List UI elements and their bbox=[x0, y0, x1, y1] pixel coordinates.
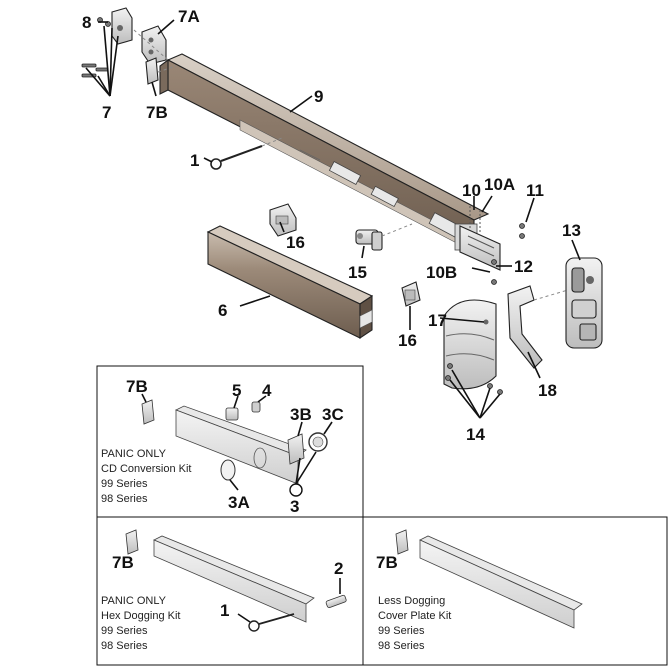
kit-cover-line-3: 99 Series bbox=[378, 625, 425, 637]
push-bar-bracket-upper bbox=[269, 203, 297, 237]
callout-7: 7 bbox=[102, 103, 111, 122]
kit-cd-callout-4: 4 bbox=[262, 381, 272, 400]
kit-hex-callout-7b: 7B bbox=[112, 553, 134, 572]
kit-hex-line-4: 98 Series bbox=[101, 640, 148, 652]
kit-cd-callout-3b: 3B bbox=[290, 405, 312, 424]
callout-6: 6 bbox=[218, 301, 227, 320]
rail-end-bracket bbox=[459, 206, 501, 271]
kit-hex-line-1: PANIC ONLY bbox=[101, 595, 167, 607]
callout-14: 14 bbox=[466, 425, 485, 444]
callout-7a: 7A bbox=[178, 7, 200, 26]
callout-18: 18 bbox=[538, 381, 557, 400]
callout-10: 10 bbox=[462, 181, 481, 200]
kit-cover-callout-7b: 7B bbox=[376, 553, 398, 572]
kit-box-hex-dogging: 7B 2 1 PANIC ONLY Hex Dogging Kit 99 Ser… bbox=[96, 516, 364, 666]
kit-cover-line-2: Cover Plate Kit bbox=[378, 610, 451, 622]
rim-latch-chassis bbox=[565, 257, 603, 349]
kit-hex-callout-1: 1 bbox=[220, 601, 229, 620]
kit-cd-callout-3c: 3C bbox=[322, 405, 344, 424]
callout-15: 15 bbox=[348, 263, 367, 282]
device-rail bbox=[159, 53, 490, 251]
bracket-screws bbox=[491, 223, 525, 285]
dogging-key bbox=[210, 145, 263, 170]
kit-box-cover-plate: 7B Less Dogging Cover Plate Kit 99 Serie… bbox=[362, 516, 668, 666]
main-callouts: 8 7A 7 7B 9 1 10 10A 11 13 16 15 10B 12 … bbox=[82, 7, 581, 444]
kit-hex-line-2: Hex Dogging Kit bbox=[101, 610, 181, 622]
chassis-cover bbox=[443, 299, 497, 390]
kit-cd-callout-5: 5 bbox=[232, 381, 241, 400]
kit-cd-line-1: PANIC ONLY bbox=[101, 448, 167, 460]
mounting-bracket bbox=[145, 57, 159, 85]
callout-9: 9 bbox=[314, 87, 323, 106]
end-cap bbox=[111, 7, 133, 45]
cd-bracket-icon bbox=[141, 399, 155, 425]
actuator-assembly bbox=[355, 229, 383, 251]
push-bar bbox=[206, 225, 374, 340]
cd-cylinder-parts bbox=[220, 401, 328, 481]
callout-8: 8 bbox=[82, 13, 91, 32]
kit-cover-line-1: Less Dogging bbox=[378, 595, 445, 607]
callout-13: 13 bbox=[562, 221, 581, 240]
kit-cd-callout-3a: 3A bbox=[228, 493, 250, 512]
main-leader-lines bbox=[85, 19, 581, 419]
callout-7b: 7B bbox=[146, 103, 168, 122]
callout-12: 12 bbox=[514, 257, 533, 276]
kit-cover-line-4: 98 Series bbox=[378, 640, 425, 652]
kit-hex-line-3: 99 Series bbox=[101, 625, 148, 637]
cover-bracket-icon bbox=[395, 529, 409, 555]
callout-16-lower: 16 bbox=[398, 331, 417, 350]
callout-16-upper: 16 bbox=[286, 233, 305, 252]
callout-17: 17 bbox=[428, 311, 447, 330]
push-bar-bracket-lower bbox=[401, 281, 421, 307]
kit-cd-callout-7b: 7B bbox=[126, 377, 148, 396]
mounting-plate bbox=[507, 285, 543, 369]
callout-10a: 10A bbox=[484, 175, 515, 194]
end-cap-bracket bbox=[141, 25, 167, 65]
hex-key-icon bbox=[248, 613, 295, 632]
kit-cd-line-4: 98 Series bbox=[101, 493, 148, 505]
kit-hex-callout-2: 2 bbox=[334, 559, 343, 578]
callout-1: 1 bbox=[190, 151, 199, 170]
callout-10b: 10B bbox=[426, 263, 457, 282]
hex-bracket-icon bbox=[125, 529, 139, 555]
hex-pin-icon bbox=[325, 594, 347, 609]
callout-11: 11 bbox=[526, 181, 544, 200]
kit-box-cd-conversion: 7B 5 4 3B 3C 3A 3 PANIC ONLY CD Conversi… bbox=[96, 365, 364, 518]
kit-cd-callout-3: 3 bbox=[290, 497, 299, 516]
kit-cd-line-3: 99 Series bbox=[101, 478, 148, 490]
kit-cd-line-2: CD Conversion Kit bbox=[101, 463, 191, 475]
